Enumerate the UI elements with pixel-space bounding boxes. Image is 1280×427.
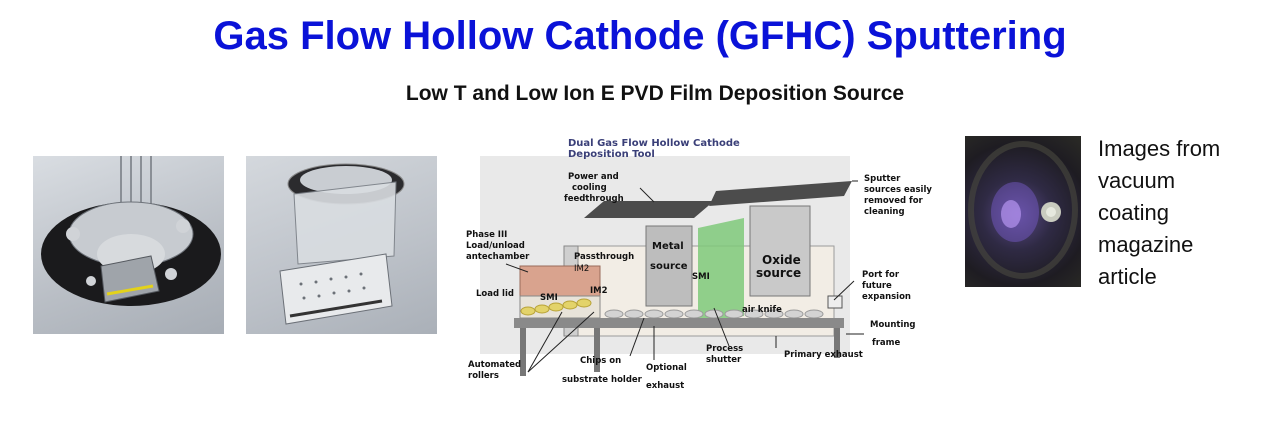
label-optional-exhaust: Optional: [646, 363, 687, 373]
label-process-shutter: Process: [706, 344, 744, 354]
label-port: Port for: [862, 270, 900, 280]
label-passthrough: Passthrough: [574, 252, 635, 262]
label-oxide-source-2: source: [756, 266, 802, 280]
label-load-lid: Load lid: [476, 289, 514, 299]
label-smi-left: SMI: [540, 293, 558, 303]
label-sputter: Sputter: [864, 174, 901, 184]
label-sputter-3: removed for: [864, 196, 923, 206]
label-phase-3: antechamber: [466, 252, 530, 262]
cathode-photo-bottom-view: [33, 156, 224, 334]
label-im2-right: IM2: [590, 286, 608, 296]
label-primary-exhaust: Primary exhaust: [784, 350, 863, 360]
label-smi-center: SMI: [692, 272, 710, 282]
label-metal-source-2: source: [650, 261, 688, 272]
label-automated-rollers-2: rollers: [468, 371, 499, 381]
slide-title: Gas Flow Hollow Cathode (GFHC) Sputterin…: [213, 14, 1067, 58]
label-port-3: expansion: [862, 292, 911, 302]
label-chips-2: substrate holder: [562, 375, 642, 385]
caption-line: Images from: [1098, 136, 1221, 161]
cathode-photo-side-view: [246, 156, 437, 334]
label-sputter-4: cleaning: [864, 207, 905, 217]
image-caption: Images from vacuum coating magazine arti…: [1098, 133, 1268, 293]
label-oxide-source: Oxide: [762, 253, 801, 267]
label-process-shutter-2: shutter: [706, 355, 742, 365]
label-optional-exhaust-2: exhaust: [646, 381, 685, 391]
label-phase: Phase III: [466, 230, 508, 240]
label-chips: Chips on: [580, 356, 622, 366]
label-power: Power and: [568, 172, 619, 182]
label-port-2: future: [862, 281, 892, 291]
label-metal-source: Metal: [652, 241, 684, 252]
caption-line: vacuum: [1098, 168, 1176, 193]
label-mounting: Mounting: [870, 320, 916, 330]
label-power-3: feedthrough: [564, 194, 624, 204]
deposition-tool-diagram: Dual Gas Flow Hollow Cathode Deposition …: [454, 136, 932, 394]
plasma-photo: [965, 136, 1081, 287]
label-mounting-2: frame: [872, 338, 901, 348]
label-phase-2: Load/unload: [466, 241, 525, 251]
label-im2-left: IM2: [574, 264, 590, 274]
diagram-heading: Dual Gas Flow Hollow Cathode: [568, 138, 740, 149]
label-air-knife: air knife: [742, 305, 782, 315]
label-automated-rollers: Automated: [468, 360, 522, 370]
slide-subtitle: Low T and Low Ion E PVD Film Deposition …: [405, 82, 905, 105]
label-power-2: cooling: [572, 183, 607, 193]
caption-line: coating: [1098, 200, 1169, 225]
caption-line: magazine: [1098, 232, 1194, 257]
caption-line: article: [1098, 264, 1157, 289]
label-sputter-2: sources easily: [864, 185, 932, 195]
diagram-heading-line2: Deposition Tool: [568, 149, 655, 160]
